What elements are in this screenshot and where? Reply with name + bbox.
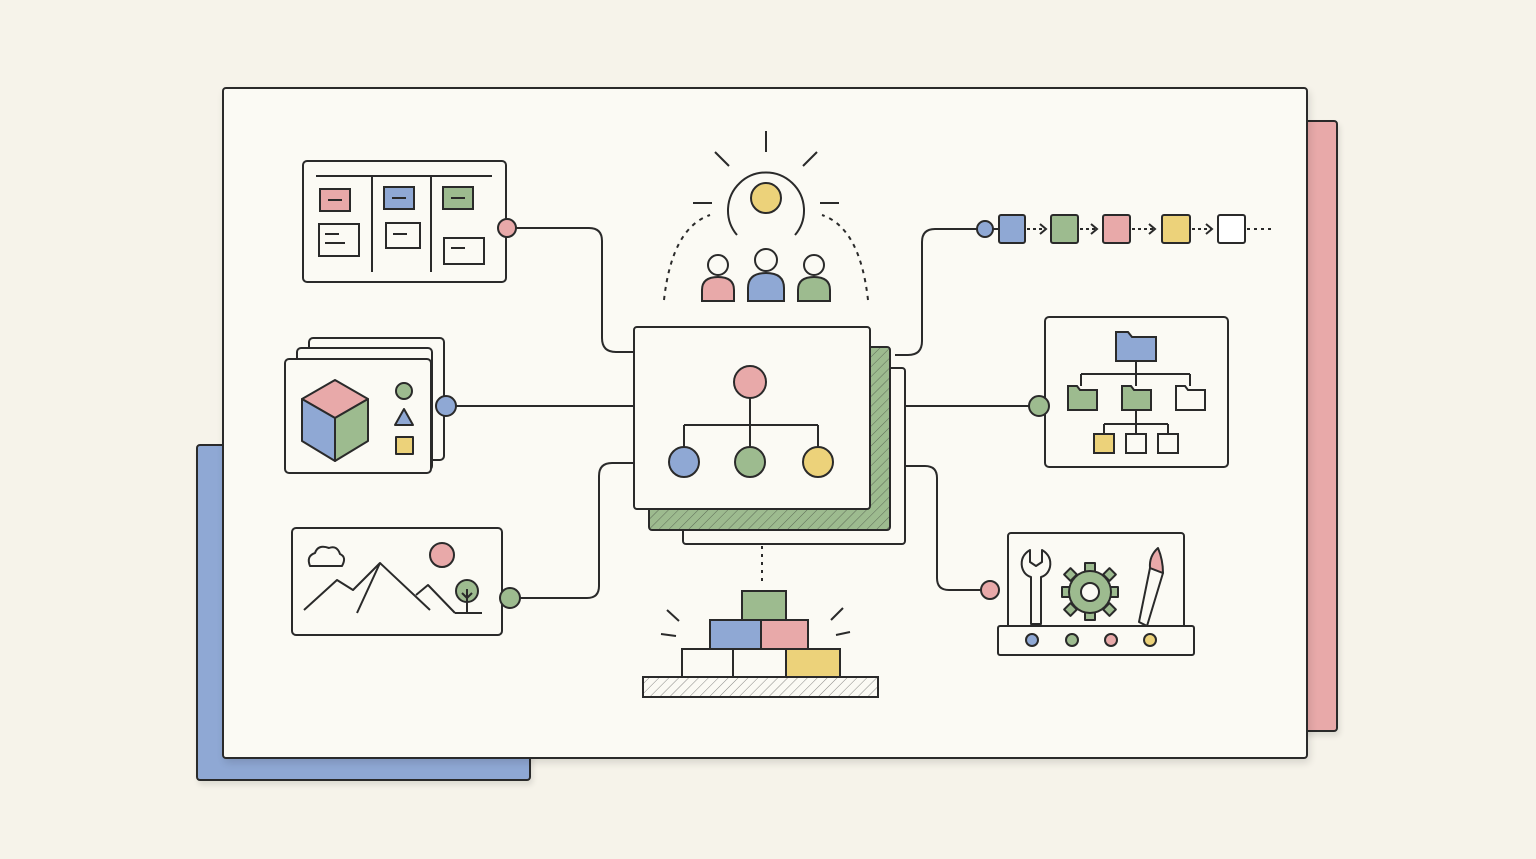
lightbulb-team-icon — [663, 131, 869, 302]
connector-kanban — [507, 227, 635, 353]
landscape-image-icon — [291, 527, 503, 636]
folder-port — [1028, 395, 1050, 417]
tools-port — [980, 580, 1000, 600]
3d-cube-shapes-icon — [284, 337, 445, 474]
kanban-port — [497, 218, 517, 238]
connector-lines — [447, 227, 1039, 599]
connector-tools — [906, 465, 990, 591]
image-port — [499, 587, 521, 609]
workflow-pipeline-icon — [976, 214, 1275, 244]
tools-toolbox-icon — [997, 532, 1195, 656]
gear-icon — [1061, 562, 1119, 621]
kanban-board-icon — [302, 160, 507, 283]
building-blocks-icon — [642, 590, 879, 698]
connector-image — [509, 462, 635, 599]
folder-tree-icon — [1044, 316, 1229, 468]
connector-workflow — [895, 228, 985, 356]
cube-port — [435, 395, 457, 417]
org-hierarchy-icon — [633, 326, 906, 545]
